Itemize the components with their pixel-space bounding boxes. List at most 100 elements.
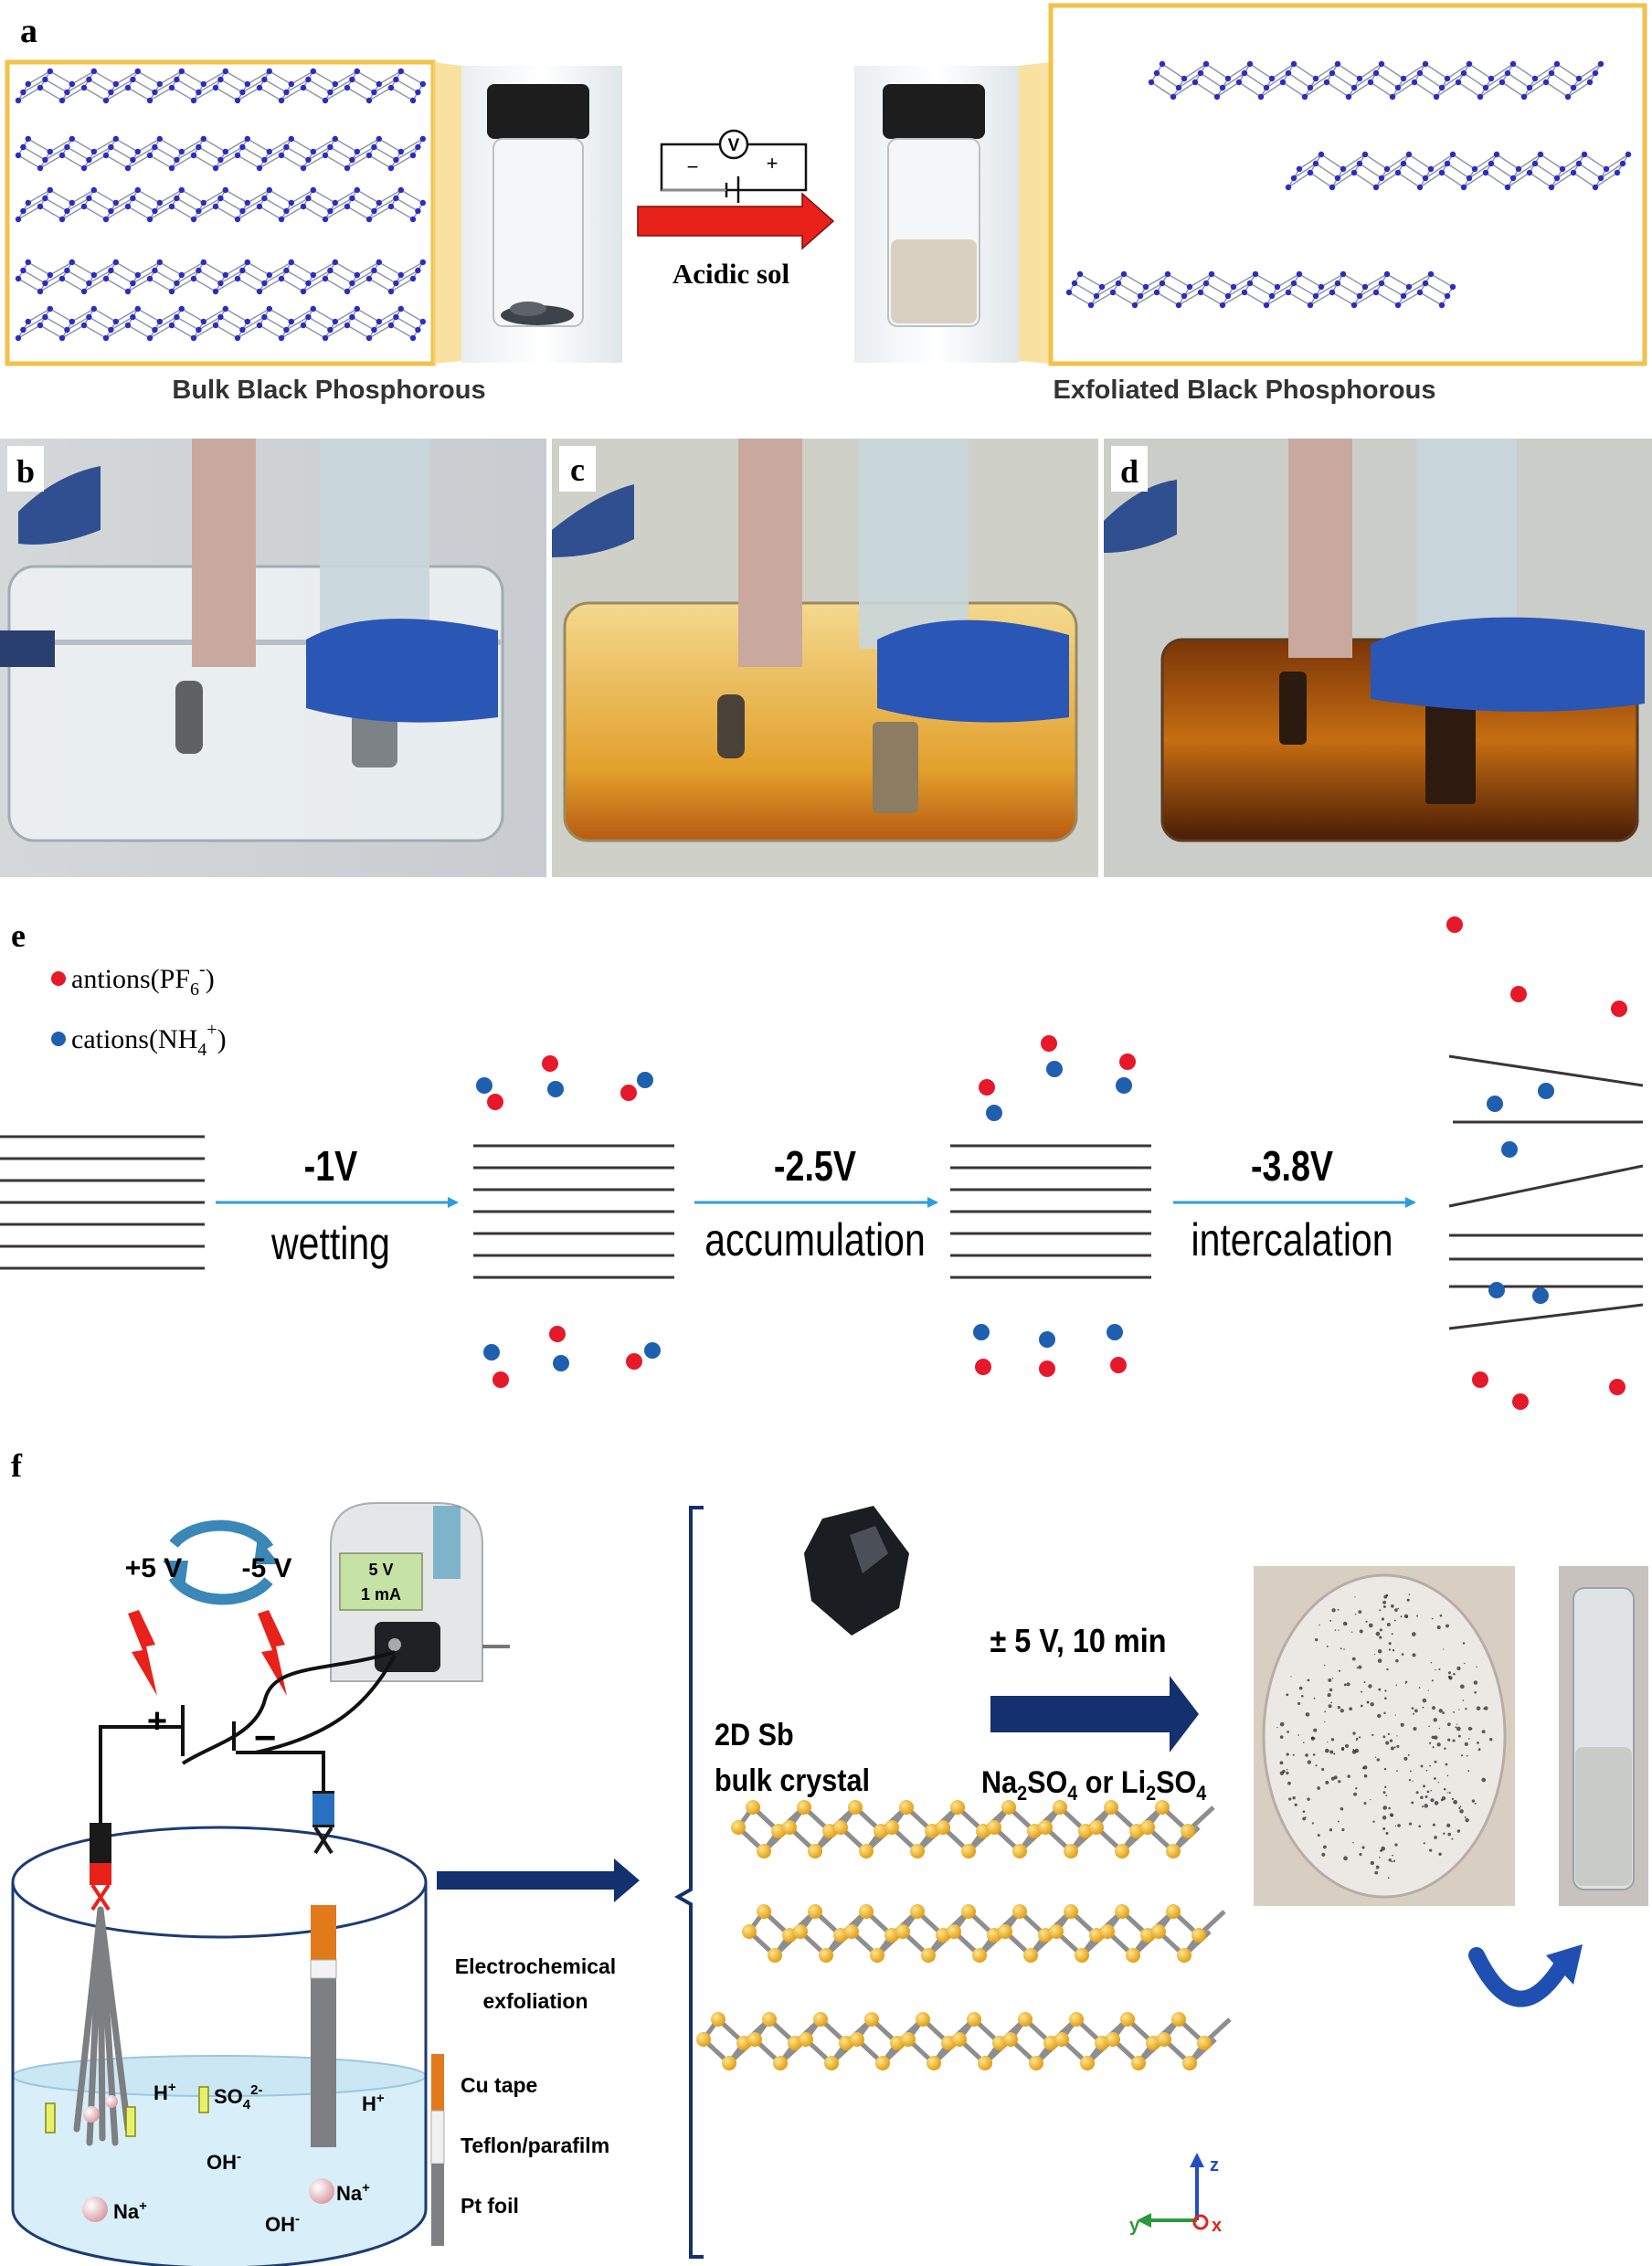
legend-teflon-label: Teflon/parafilm xyxy=(461,2134,609,2157)
axis-x-label: x xyxy=(1212,2216,1222,2236)
curved-arrowhead-icon xyxy=(1546,1944,1583,1985)
step-1-voltage: -1V xyxy=(304,1142,358,1189)
ion-h-right: H+ xyxy=(362,2091,385,2115)
bulk-frame xyxy=(5,59,436,366)
label-bg-b xyxy=(7,446,44,492)
ion-chip-2 xyxy=(125,2106,136,2137)
wire-positive xyxy=(181,1650,396,1765)
cycle-arrowhead-top xyxy=(254,1537,280,1564)
panel-e-label: e xyxy=(11,917,26,954)
cycle-arrow-bottom xyxy=(168,1573,273,1605)
legend-cu-swatch xyxy=(431,2054,444,2111)
legend-teflon-swatch xyxy=(430,2110,445,2165)
ion-na-right: Na+ xyxy=(336,2180,370,2205)
electrolyte-label: Na2SO4 or Li2SO4 xyxy=(981,1765,1207,1805)
step-2-label: accumulation xyxy=(704,1214,926,1265)
ion-pearl-1 xyxy=(83,2106,100,2123)
panel-b-label: b xyxy=(16,453,35,490)
voltmeter-symbol: V xyxy=(728,136,740,155)
panel-c-label: c xyxy=(570,451,585,488)
step-3-voltage: -3.8V xyxy=(1251,1142,1333,1189)
navy-arrow-right xyxy=(437,1858,640,1902)
wire-negative xyxy=(255,1655,397,1754)
ion-oh-1: OH- xyxy=(206,2149,241,2174)
legend-cation-dot xyxy=(51,1032,66,1046)
circuit-symbol xyxy=(660,129,808,203)
ion-pearl-2 xyxy=(105,2095,118,2108)
legend-anion-text: antions(PF6-) xyxy=(71,959,215,1000)
ion-dots xyxy=(476,916,1627,1410)
bracket xyxy=(673,1506,704,2259)
step-1-label: wetting xyxy=(270,1218,390,1269)
beaker xyxy=(11,1826,428,2266)
legend-anion-dot xyxy=(51,971,66,986)
crystal-line-1: 2D Sb xyxy=(715,1718,794,1752)
lightning-right-icon xyxy=(258,1610,287,1696)
panel-a: a V − + xyxy=(5,3,1647,405)
anode-electrode xyxy=(73,1823,132,2146)
photo-c xyxy=(552,439,1098,877)
panel-a-label: a xyxy=(20,12,37,50)
lightning-left-icon xyxy=(128,1610,157,1696)
panel-e: e antions(PF6-) cations(NH4+) -1V wettin… xyxy=(0,916,1644,1410)
power-supply xyxy=(330,1502,510,1682)
ion-chip-3 xyxy=(198,2086,209,2113)
battery-minus: − xyxy=(254,1716,277,1759)
navy-arrow-condition xyxy=(990,1676,1199,1752)
exfoliated-caption: Exfoliated Black Phosphorous xyxy=(1054,376,1436,405)
circuit-minus: − xyxy=(687,155,699,178)
ion-chip-1 xyxy=(45,2102,56,2134)
sb-crystal-facet xyxy=(850,1526,888,1573)
axis-z-label: z xyxy=(1210,2155,1219,2176)
red-arrow xyxy=(637,192,835,250)
legend-cation-text: cations(NH4+) xyxy=(71,1020,227,1060)
panel-f: f +5 V -5 V 5 V 1 mA + − xyxy=(11,1447,1648,2266)
ion-oh-2: OH- xyxy=(265,2211,300,2236)
legend-pt-label: Pt foil xyxy=(461,2194,519,2218)
battery-plus: + xyxy=(147,1702,167,1741)
exfoliated-frame xyxy=(1048,3,1647,366)
ion-h-left: H+ xyxy=(154,2080,176,2104)
wire-anode xyxy=(99,1725,181,1827)
legend-pt-swatch xyxy=(431,2164,444,2246)
process-line-1: Electrochemical xyxy=(455,1954,616,1978)
cycle-arrowhead-bottom xyxy=(163,1561,188,1588)
panel-f-label: f xyxy=(11,1447,23,1484)
label-bg-c xyxy=(559,446,596,492)
process-line-2: exfoliation xyxy=(482,1989,588,2013)
dispersion-vial-photo xyxy=(1559,1566,1648,1906)
crystal-line-2: bulk crystal xyxy=(715,1763,870,1798)
step-3-label: intercalation xyxy=(1191,1214,1393,1265)
bulk-caption: Bulk Black Phosphorous xyxy=(172,376,485,405)
axis-y-label: y xyxy=(1129,2216,1140,2236)
vial-exfoliated xyxy=(854,66,1019,363)
supply-voltage-readout: 5 V xyxy=(368,1561,393,1579)
axis-z-head xyxy=(1190,2153,1204,2167)
step-2-voltage: -2.5V xyxy=(774,1142,856,1189)
condition-label: ± 5 V, 10 min xyxy=(990,1623,1166,1659)
bulk-lattice xyxy=(15,68,426,342)
sb-lattice xyxy=(696,1800,1232,2070)
label-bg-d xyxy=(1111,446,1148,492)
circuit-plus: + xyxy=(767,152,778,175)
vial-bulk xyxy=(461,66,622,363)
photo-d xyxy=(1104,439,1652,877)
cathode-electrode xyxy=(309,1791,338,2147)
sb-crystal xyxy=(804,1506,909,1636)
minus-5v-label: -5 V xyxy=(241,1553,291,1583)
layer-stacks xyxy=(0,1054,1644,1330)
exfoliated-lattice xyxy=(1065,60,1632,309)
ion-na-left: Na+ xyxy=(113,2198,147,2223)
ion-so4: SO42- xyxy=(214,2082,262,2112)
photo-b xyxy=(0,439,546,877)
curved-arrow-icon xyxy=(1468,1947,1571,2007)
cycle-arrow-top xyxy=(169,1519,274,1551)
zoom-wedge-right xyxy=(1019,62,1051,364)
legend-cu-label: Cu tape xyxy=(461,2073,537,2097)
na-sphere-right xyxy=(309,2178,334,2204)
acidic-sol-label: Acidic sol xyxy=(672,258,790,290)
axis-y-head xyxy=(1137,2213,1151,2228)
petri-dish-photo xyxy=(1254,1566,1515,1906)
axis-x-dot xyxy=(1192,2214,1209,2230)
